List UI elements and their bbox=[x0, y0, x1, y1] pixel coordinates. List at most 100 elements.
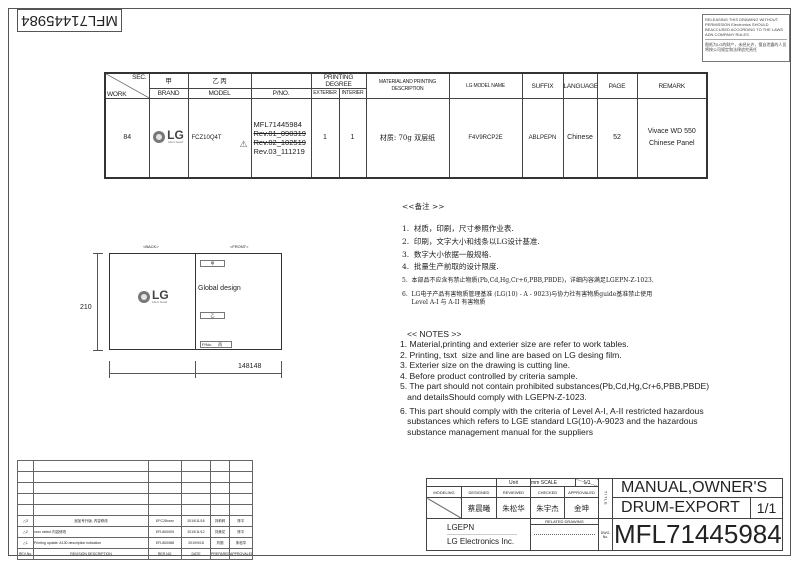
box-pno: P/No. 丙 bbox=[200, 341, 232, 348]
header-language: LANGUAGE bbox=[562, 72, 598, 99]
revision-3: Rev.03_111219 bbox=[253, 146, 305, 156]
remark-line-1: Vivace WD 550 bbox=[647, 127, 696, 135]
approvaled-label: APPROVALED bbox=[563, 486, 600, 498]
note-en-6c: substance management manual for the supp… bbox=[400, 426, 593, 437]
work-value: 84 bbox=[104, 98, 150, 178]
rev-date: 2019/11/18 bbox=[181, 515, 211, 527]
rev-prepared: 刘丽 bbox=[210, 537, 230, 549]
note-cn-2: 2. 印刷，文字大小和线条以LG设计基准. bbox=[402, 236, 540, 246]
unit-label: Unit bbox=[496, 478, 531, 487]
notes-en-title: << NOTES >> bbox=[407, 329, 462, 339]
note-en-5: 5. The part should not contain prohibite… bbox=[400, 381, 710, 392]
interier-value: 1 bbox=[338, 98, 367, 178]
sheet-number: 1/1 bbox=[750, 497, 784, 519]
title-label: TITLE bbox=[598, 478, 614, 519]
title-block: Unit mm SCALE 1/1 TITLE MANUAL,OWNER'S M… bbox=[426, 478, 784, 551]
rev-description: 追加号升版, 内容修改 bbox=[33, 515, 149, 527]
box-yi: 乙 bbox=[200, 312, 225, 319]
pno-value: MFL71445984 bbox=[253, 119, 302, 129]
exterier-value: 1 bbox=[310, 98, 340, 178]
front-label: <FRONT> bbox=[230, 244, 249, 249]
rev-prepared: 刘美花 bbox=[210, 526, 230, 538]
lg-model-name-value: F4V9RCP2E bbox=[448, 98, 523, 178]
note-en-1: 1. Material,printing and exterier size a… bbox=[400, 339, 629, 349]
note-cn-3: 3. 数字大小依据一般规格. bbox=[402, 249, 492, 259]
fold-line bbox=[195, 253, 196, 350]
rev-approved: 陈平 bbox=[229, 526, 253, 538]
box-jia: 甲 bbox=[200, 260, 225, 267]
revision-triangle-icon: ⚠ bbox=[239, 139, 248, 149]
checker-name: 朱宇杰 bbox=[530, 497, 565, 519]
related-drawing-label: RELATED DRAWING bbox=[531, 520, 598, 525]
checked-label: CHECKED bbox=[530, 486, 565, 498]
rev-description: Printing update: A130 description indica… bbox=[33, 537, 149, 549]
suffix-value: ABLPEPN bbox=[521, 98, 564, 178]
dim-tick bbox=[281, 361, 282, 378]
reviewer-name: 朱松华 bbox=[496, 497, 531, 519]
brand-tagline: Life's Good bbox=[167, 140, 184, 145]
modeling-empty bbox=[426, 497, 462, 519]
header-page: PAGE bbox=[596, 72, 638, 99]
related-drawing-cell: RELATED DRAWING bbox=[529, 518, 600, 551]
language-value: Chinese bbox=[562, 98, 598, 178]
notes-en-list: 1. Material,printing and exterier size a… bbox=[400, 339, 709, 437]
release-notice-en: RELEASING THIS DRAWING WITHOUT PERMISSIO… bbox=[705, 17, 787, 40]
header-blank bbox=[250, 72, 312, 89]
back-label: <BACK> bbox=[143, 244, 159, 249]
notes-cn-list: 1. 材质，印刷，尺寸参照作业表.2. 印刷，文字大小和线条以LG设计基准.3.… bbox=[402, 223, 654, 307]
rev-triangle-icon: △1 bbox=[17, 537, 34, 549]
sec-label: SEC. bbox=[132, 74, 147, 81]
rev-rer: EFL800088 bbox=[148, 537, 182, 549]
rev-rer: EFC28xxxx bbox=[148, 515, 182, 527]
header-prepared: PREPARED bbox=[210, 548, 230, 560]
dwg-no-label: DWG. No. bbox=[598, 518, 614, 551]
width-dimension: 148148 bbox=[238, 363, 262, 370]
header-pno: P/NO. bbox=[250, 88, 312, 99]
release-notice-cn: 图纸为LG的财产，未经允许，擅自泄露的人员将按公司规定和法律追究责任 bbox=[705, 42, 787, 52]
pno-cell: ⚠ MFL71445984 Rev.01_090319 Rev.02_10251… bbox=[240, 98, 312, 178]
title-line-1: MANUAL,OWNER'S bbox=[612, 478, 784, 498]
header-remark: REMARK bbox=[636, 72, 708, 99]
designed-label: DESIGNED bbox=[461, 486, 497, 498]
note-cn-6: 6. LG电子产品有害物质管理基准 (LG(10) - A - 9023)与协力… bbox=[402, 290, 653, 298]
dim-tick bbox=[93, 350, 103, 351]
page-value: 52 bbox=[596, 98, 638, 178]
revision-2: Rev.02_102519 bbox=[253, 137, 306, 147]
header-interier: INTERIER bbox=[338, 88, 367, 99]
height-dimension: 210 bbox=[80, 304, 92, 311]
header-date: DATE bbox=[181, 548, 211, 560]
header-rev-no: REV.No. bbox=[17, 548, 34, 560]
release-notice: RELEASING THIS DRAWING WITHOUT PERMISSIO… bbox=[702, 14, 790, 62]
dim-tick bbox=[109, 361, 110, 378]
rev-prepared: 刘莉莉 bbox=[210, 515, 230, 527]
header-yibing: 乙 丙 bbox=[187, 72, 252, 89]
height-dimension-line bbox=[97, 253, 98, 350]
designer-name: 蔡晨曦 bbox=[461, 497, 497, 519]
model-value: FCZ10Q4T bbox=[187, 98, 252, 178]
header-brand: BRAND bbox=[148, 88, 189, 99]
material-value: 材质: 70g 双层纸 bbox=[365, 98, 450, 178]
scale-label: SCALE bbox=[540, 479, 558, 486]
header-material: MATERIAL AND PRINTING DESCRIPTION bbox=[365, 72, 450, 99]
front-title: Global design bbox=[198, 285, 241, 292]
lg-circle-icon bbox=[153, 131, 166, 144]
note-cn-5: 5. 本部品不应含有禁止物质(Pb,Cd,Hg,Cr+6,PBB,PBDE)，详… bbox=[402, 277, 654, 285]
lg-circle-icon bbox=[138, 291, 150, 303]
unit-value: mm bbox=[531, 479, 540, 486]
header-lg-model-name: LG MODEL NAME bbox=[448, 72, 523, 99]
rev-triangle-icon: △3 bbox=[17, 515, 34, 527]
header-printing-degree: PRINTING DEGREE bbox=[310, 72, 367, 89]
rev-description: xxxx select 内容修改 bbox=[33, 526, 149, 538]
work-table: SEC. WORK 甲 乙 丙 PRINTING DEGREE MATERIAL… bbox=[104, 72, 708, 179]
modeling-label: MODELING bbox=[426, 486, 462, 498]
rev-triangle-icon: △2 bbox=[17, 526, 34, 538]
rev-rer: EFL800009 bbox=[148, 526, 182, 538]
box-pno-label: P/No. bbox=[202, 342, 213, 347]
scale-value: 1/1 bbox=[575, 478, 600, 487]
